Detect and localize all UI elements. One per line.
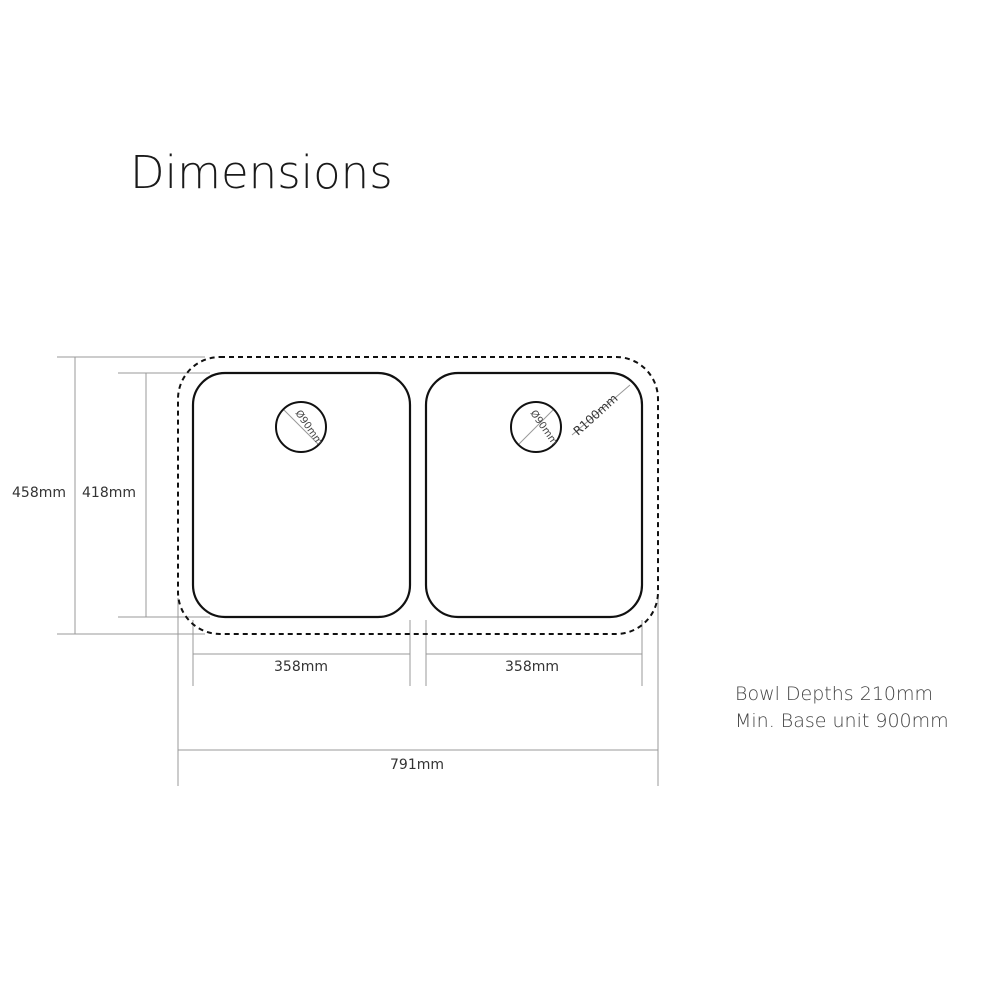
right-bowl — [424, 371, 644, 619]
left-bowl — [191, 371, 412, 619]
bowl-depth-label: 418mm — [82, 485, 136, 501]
left-waste-circle — [275, 401, 327, 453]
right-waste-circle — [510, 401, 562, 453]
right-bowl-width-label: 358mm — [505, 659, 559, 675]
overall-width-label: 791mm — [390, 757, 444, 773]
sink-outline-dashed — [177, 356, 659, 635]
corner-radius-label: R100mm — [571, 391, 621, 438]
page-title: Dimensions — [130, 146, 393, 199]
right-waste-label: Ø90mm — [528, 408, 561, 448]
note-bowl-depths: Bowl Depths 210mm — [735, 683, 934, 705]
left-bowl-width-label: 358mm — [274, 659, 328, 675]
note-min-base-unit: Min. Base unit 900mm — [735, 710, 949, 732]
dimension-lines — [57, 356, 659, 786]
overall-depth-label: 458mm — [12, 485, 66, 501]
left-waste-label: Ø90mm — [293, 408, 326, 448]
